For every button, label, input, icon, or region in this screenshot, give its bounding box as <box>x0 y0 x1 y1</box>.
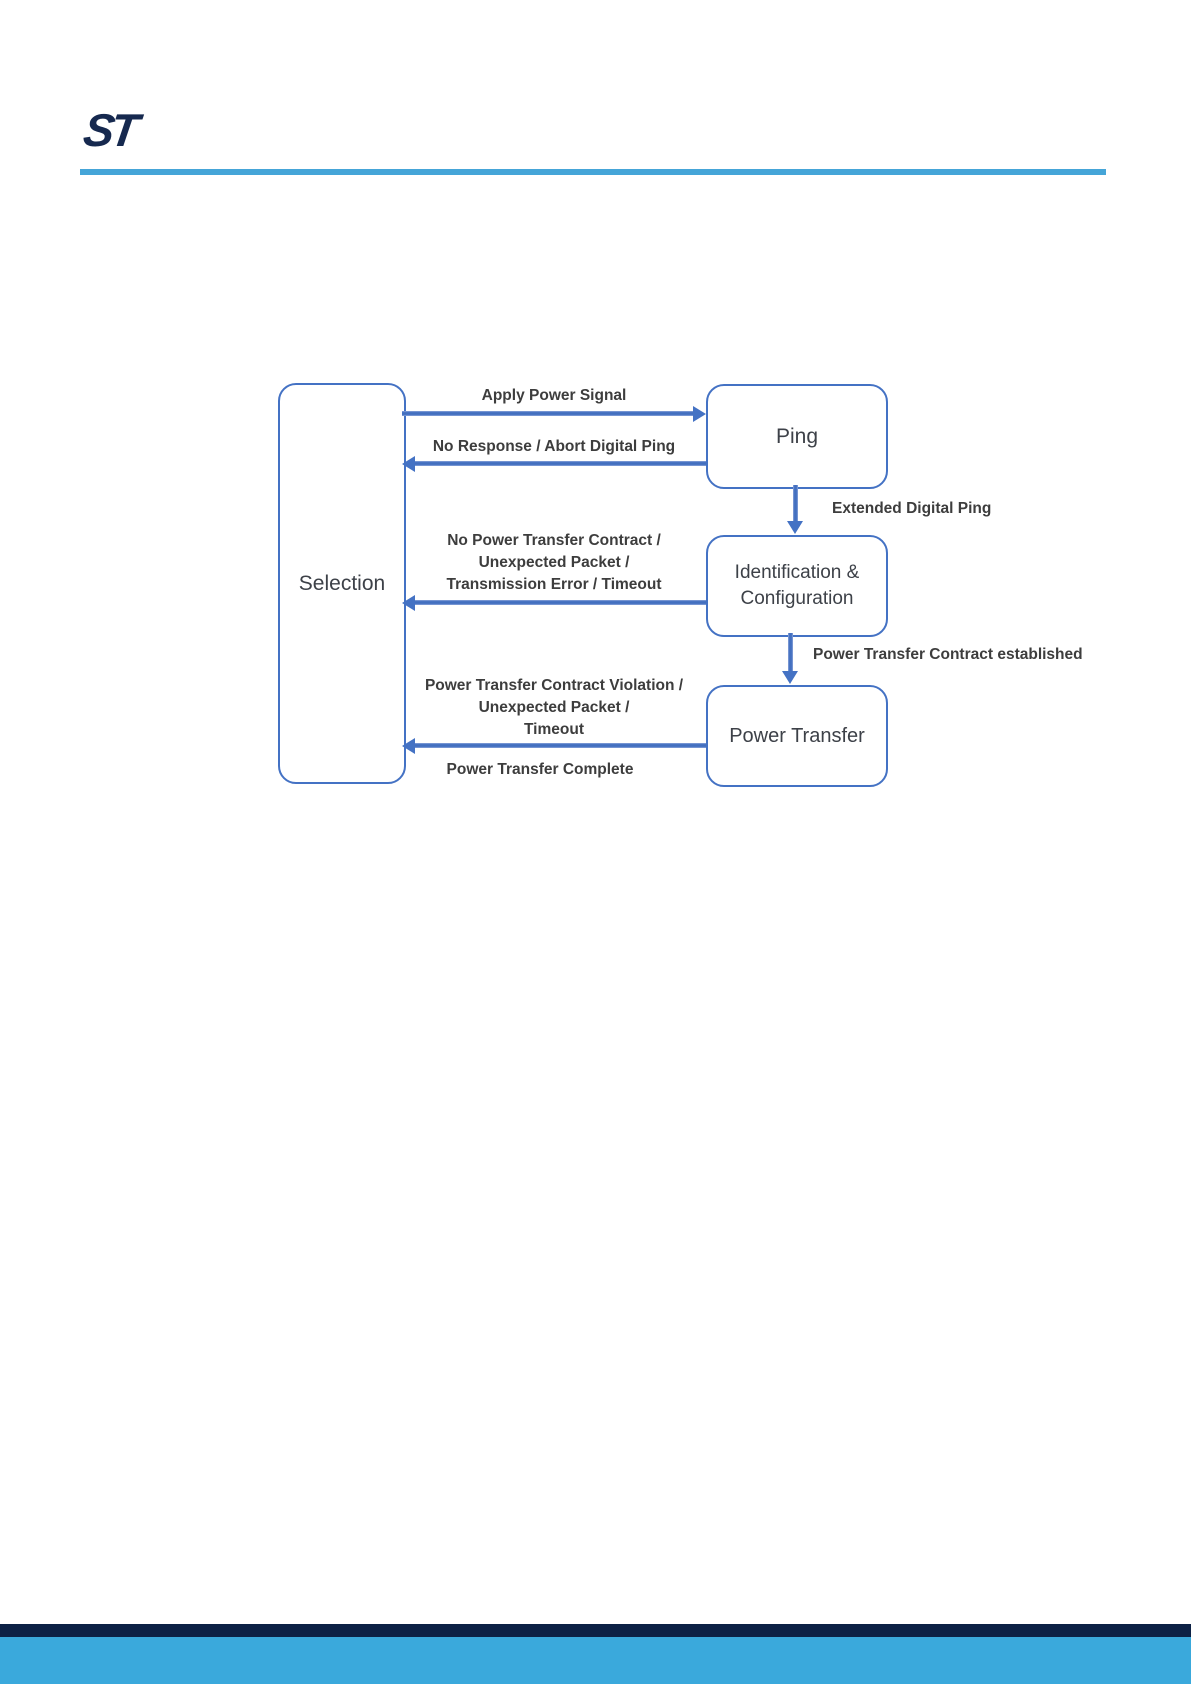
arrow-contract-violation <box>402 738 706 754</box>
label-line2: Unexpected Packet / <box>478 554 630 571</box>
footer-blue-bar <box>0 1637 1191 1684</box>
arrow-shaft <box>413 461 706 466</box>
st-logo-text: ST <box>80 104 139 156</box>
arrow-shaft <box>402 411 695 416</box>
header-divider-rule <box>80 169 1106 175</box>
arrowhead-left-icon <box>402 456 415 472</box>
arrowhead-left-icon <box>402 595 415 611</box>
st-logo: ST <box>80 104 177 156</box>
arrow-shaft <box>792 485 798 524</box>
state-power-transfer-label: Power Transfer <box>729 724 865 747</box>
state-identification-label: Identification & Configuration <box>735 560 860 612</box>
state-identification-label-line1: Identification & <box>734 562 860 583</box>
state-power-transfer: Power Transfer <box>706 685 888 787</box>
arrowhead-left-icon <box>402 738 415 754</box>
label-no-power-transfer-contract: No Power Transfer Contract / Unexpected … <box>446 530 661 596</box>
state-ping: Ping <box>706 384 888 489</box>
state-identification-configuration: Identification & Configuration <box>706 535 888 637</box>
label-contract-violation: Power Transfer Contract Violation / Unex… <box>425 675 683 741</box>
arrow-contract-established <box>782 633 798 684</box>
arrow-shaft <box>787 633 793 674</box>
state-identification-label-line2: Configuration <box>740 588 854 609</box>
arrow-shaft <box>413 600 706 605</box>
label-extended-digital-ping: Extended Digital Ping <box>832 500 992 517</box>
label-line3: Transmission Error / Timeout <box>446 576 662 593</box>
label-line1: No Power Transfer Contract / <box>447 532 661 549</box>
arrow-no-power-transfer-contract <box>402 595 706 611</box>
label-apply-power-signal: Apply Power Signal <box>481 387 627 404</box>
arrow-extended-digital-ping <box>787 485 803 534</box>
arrow-apply-power-signal <box>402 406 706 422</box>
state-selection-label: Selection <box>298 571 386 595</box>
arrowhead-down-icon <box>782 671 798 684</box>
arrowhead-right-icon <box>693 406 706 422</box>
arrow-shaft <box>413 743 706 748</box>
label-line2: Unexpected Packet / <box>478 699 630 716</box>
arrowhead-down-icon <box>787 521 803 534</box>
state-selection: Selection <box>278 383 406 784</box>
label-line3: Timeout <box>523 721 584 738</box>
state-ping-label: Ping <box>775 424 819 448</box>
label-contract-established: Power Transfer Contract established <box>813 646 1083 663</box>
label-no-response-abort: No Response / Abort Digital Ping <box>432 438 676 455</box>
footer-navy-stripe <box>0 1624 1191 1637</box>
arrow-no-response-abort <box>402 456 706 472</box>
label-power-transfer-complete: Power Transfer Complete <box>446 761 634 778</box>
label-line1: Power Transfer Contract Violation / <box>424 677 684 694</box>
